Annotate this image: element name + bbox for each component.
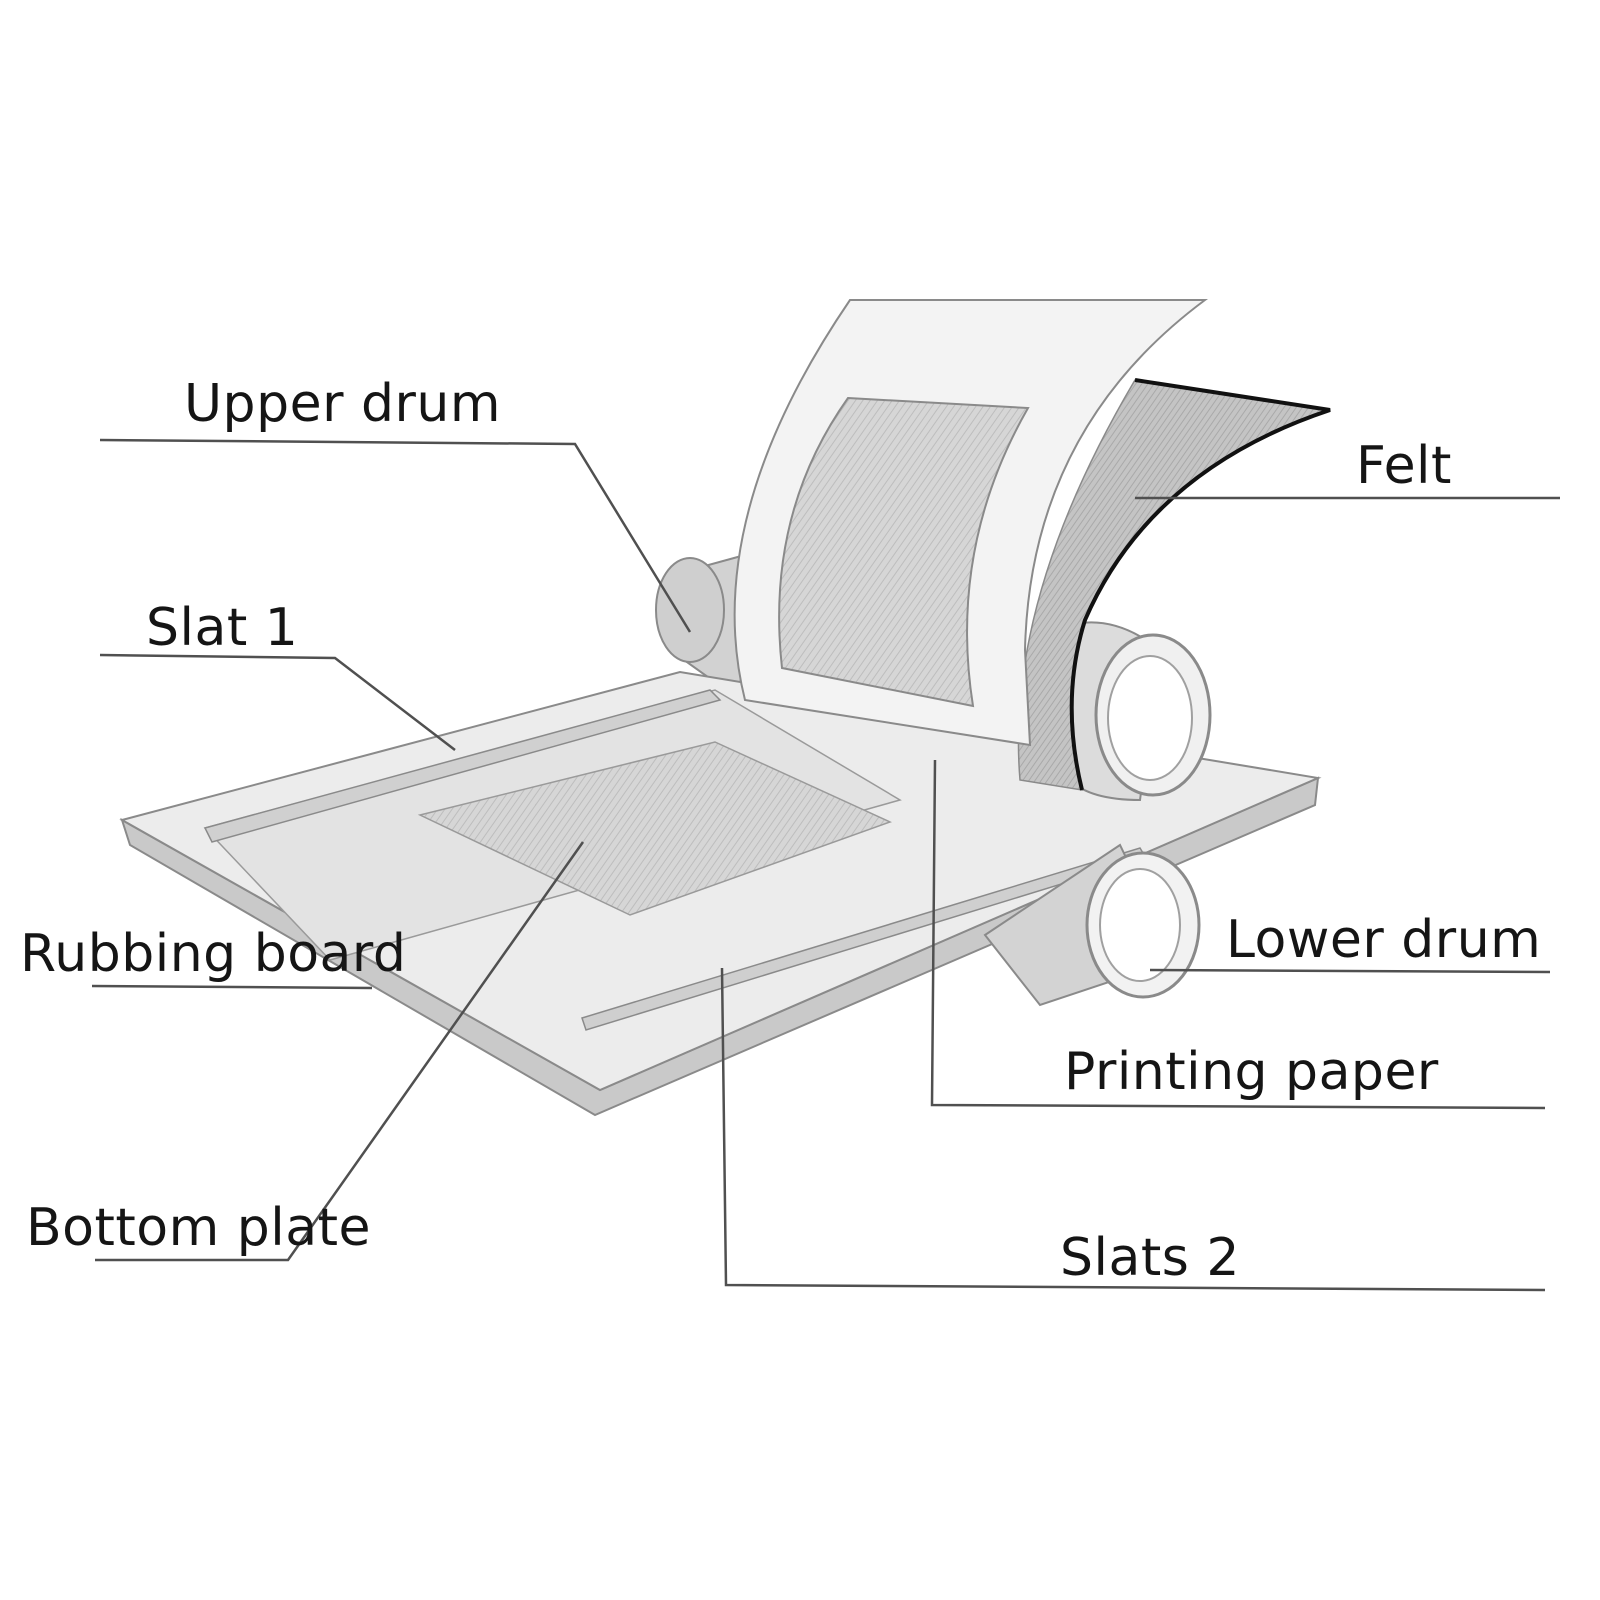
lower-drum	[983, 843, 1201, 1007]
leader-slat-1	[99, 653, 456, 751]
leader-bottom-plate	[95, 841, 585, 1262]
felt	[1017, 378, 1331, 791]
leader-slats-2	[720, 967, 1546, 1292]
label-upper-drum: Upper drum	[184, 374, 501, 434]
leader-lines	[91, 438, 1560, 1292]
leader-lower-drum	[1149, 968, 1551, 974]
label-bottom-plate: Bottom plate	[26, 1198, 371, 1258]
leader-rubbing-board	[91, 984, 373, 990]
printing-paper	[733, 299, 1209, 747]
slat-1	[203, 689, 722, 843]
label-lower-drum: Lower drum	[1226, 910, 1542, 970]
label-printing-paper: Printing paper	[1064, 1042, 1439, 1102]
label-slats-2: Slats 2	[1060, 1228, 1240, 1288]
label-rubbing-board: Rubbing board	[20, 924, 407, 984]
leader-printing-paper	[930, 759, 1546, 1110]
leader-upper-drum	[99, 438, 692, 633]
upper-drum	[655, 553, 747, 702]
label-felt: Felt	[1356, 436, 1452, 496]
roller	[1058, 621, 1212, 802]
label-slat-1: Slat 1	[146, 598, 299, 658]
